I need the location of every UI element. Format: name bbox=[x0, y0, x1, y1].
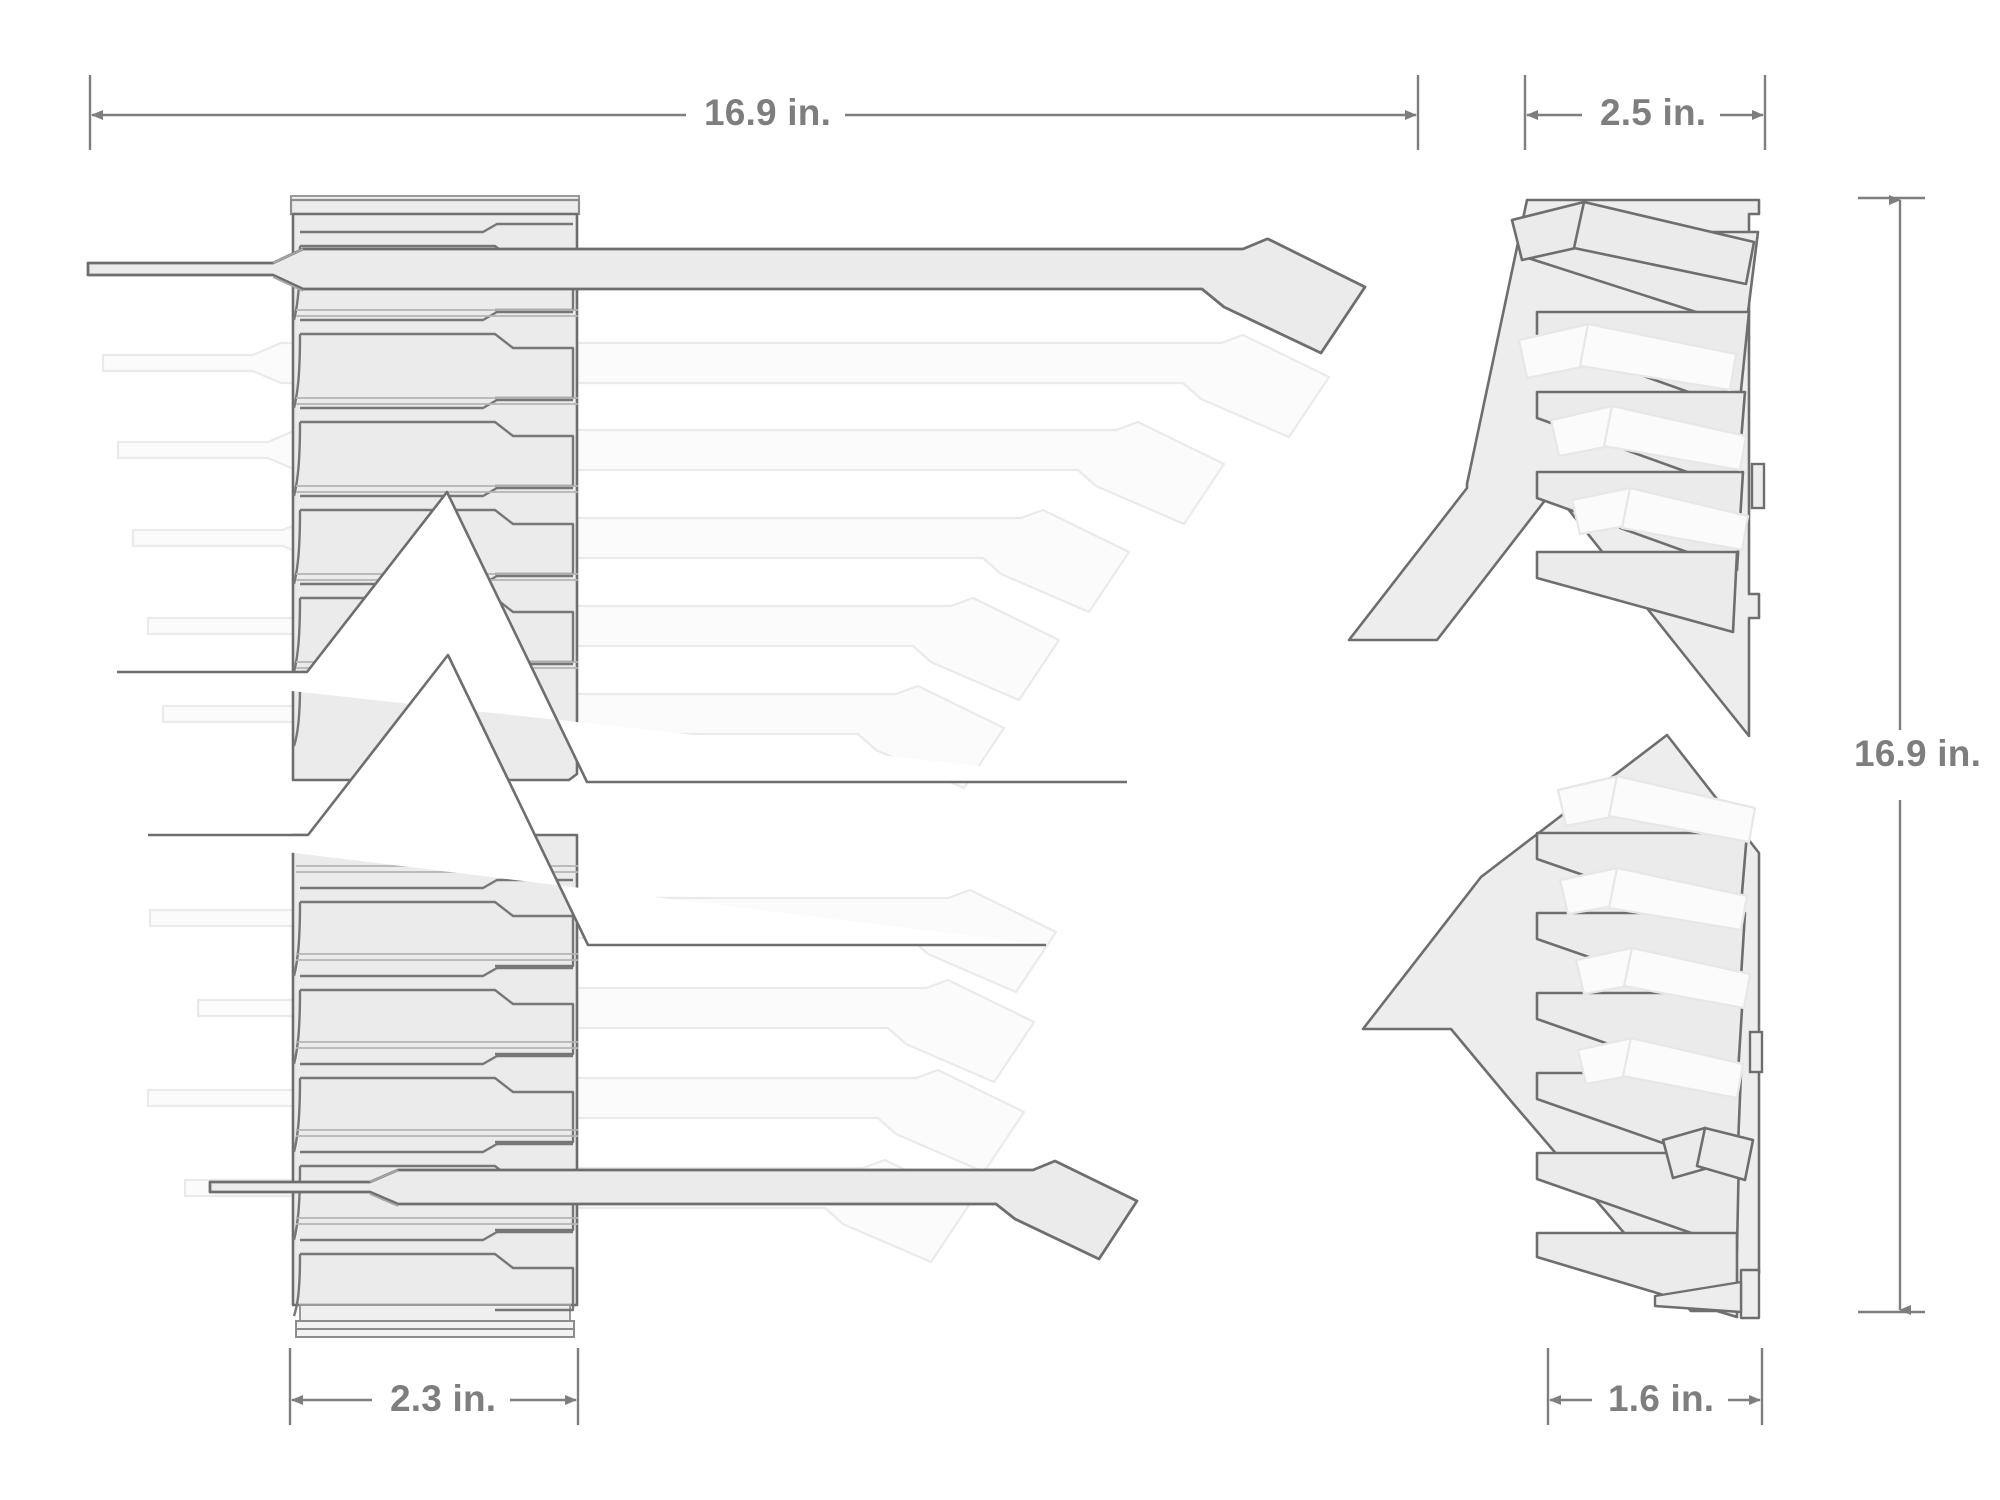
dimension-label-rack-width: 2.3 in. bbox=[376, 1380, 511, 1417]
front-view bbox=[86, 195, 1367, 1338]
side-view-upper-ghost-wrenches bbox=[1517, 322, 1750, 552]
front-view-lower-rack bbox=[291, 833, 579, 1338]
dimension-bottom-left bbox=[288, 1348, 580, 1425]
side-view-lower-ghost-wrenches bbox=[1556, 774, 1757, 1100]
dimension-right-vertical bbox=[1858, 195, 1925, 1315]
side-view-upper-highlighted-wrench bbox=[1510, 200, 1756, 286]
dimension-top-right bbox=[1523, 75, 1767, 150]
front-view-faded-wrenches bbox=[101, 333, 1331, 1264]
side-view bbox=[1347, 198, 1766, 1320]
dimension-label-base-depth: 1.6 in. bbox=[1594, 1380, 1729, 1417]
dimension-bottom-right bbox=[1546, 1348, 1764, 1425]
front-view-upper-v-notch-outline bbox=[117, 490, 1127, 784]
front-view-lower-slot-details bbox=[292, 878, 575, 1317]
side-view-base-foot bbox=[1653, 1268, 1761, 1320]
front-view-bottom-wrench bbox=[208, 1159, 1139, 1261]
side-view-upper-tabs bbox=[1750, 462, 1766, 510]
front-view-lower-separators bbox=[296, 865, 578, 1225]
side-view-lower-highlighted-wrench bbox=[1661, 1126, 1755, 1182]
side-view-lower-tabs bbox=[1748, 1030, 1764, 1074]
front-view-top-wrench bbox=[86, 237, 1367, 355]
dimension-label-overall-depth: 2.5 in. bbox=[1586, 94, 1721, 131]
front-view-lower-v-notch-outline bbox=[148, 653, 1046, 947]
dimension-top-left bbox=[88, 75, 1420, 150]
dimension-label-overall-length: 16.9 in. bbox=[690, 94, 846, 131]
dimension-label-overall-height: 16.9 in. bbox=[1840, 735, 1996, 772]
